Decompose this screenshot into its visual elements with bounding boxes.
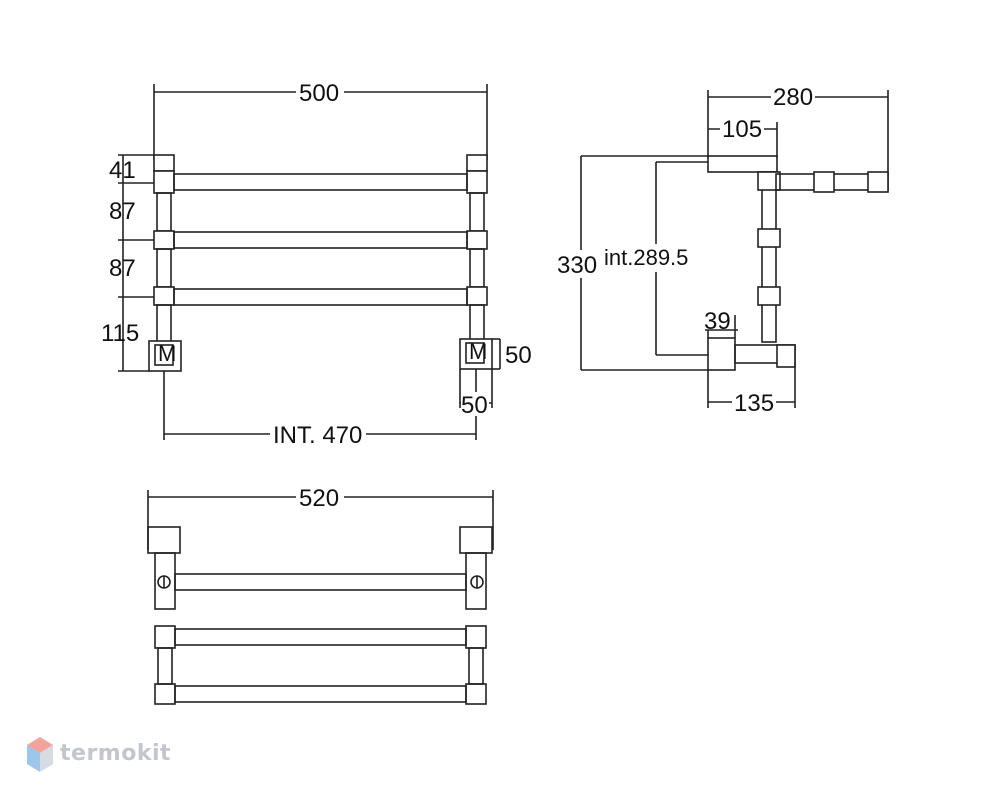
towel-bar-3 — [173, 288, 468, 306]
label-offset-41: 41 — [109, 157, 136, 184]
label-spacing-87-b: 87 — [109, 255, 136, 282]
label-depth-280: 280 — [773, 84, 813, 111]
top-view — [147, 490, 494, 705]
label-depth-105: 105 — [722, 116, 762, 143]
towel-bar-2 — [173, 231, 468, 249]
towel-bar-1 — [173, 173, 468, 191]
watermark-text: termokit — [60, 741, 172, 766]
label-mount-depth-39: 39 — [704, 308, 731, 335]
label-mount-width-50: 50 — [461, 392, 488, 419]
label-height-interior: int.289.5 — [604, 245, 688, 270]
termokit-logo-icon — [27, 737, 53, 772]
label-mount-height-50: 50 — [505, 342, 532, 369]
label-depth-135: 135 — [734, 390, 774, 417]
label-spacing-87-a: 87 — [109, 198, 136, 225]
right-mount-mark: M — [469, 339, 487, 364]
label-offset-115: 115 — [101, 320, 139, 347]
label-interior-470: INT. 470 — [273, 422, 362, 449]
front-view — [118, 84, 501, 440]
label-width-500: 500 — [299, 80, 339, 107]
left-mount-mark: M — [158, 341, 176, 366]
label-height-330: 330 — [557, 252, 597, 279]
label-width-520: 520 — [299, 485, 339, 512]
